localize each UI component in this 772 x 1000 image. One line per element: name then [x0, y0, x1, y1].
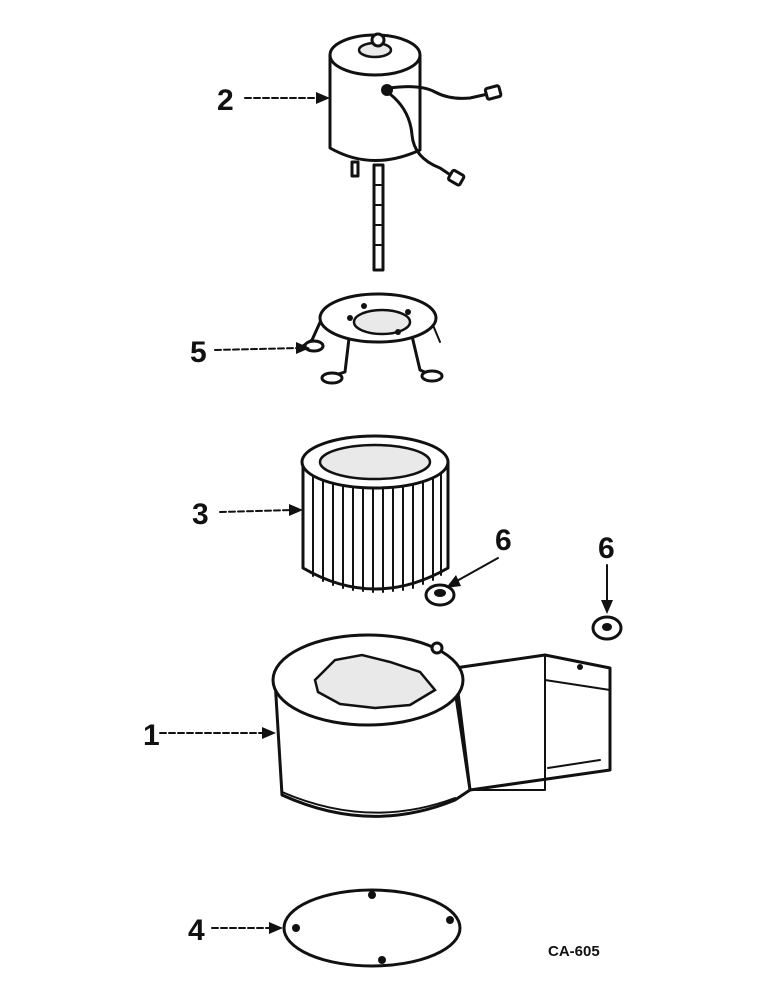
callout-5: 5 — [190, 336, 207, 369]
blower-housing — [271, 633, 612, 818]
leader-line-6-center — [446, 557, 499, 588]
cover-plate — [282, 888, 462, 968]
callout-6-center: 6 — [495, 524, 512, 557]
leader-line-1 — [159, 727, 276, 739]
callout-6-right: 6 — [598, 532, 615, 565]
callout-2: 2 — [217, 84, 234, 117]
mounting-bracket — [298, 292, 444, 385]
leader-line-5 — [214, 342, 310, 354]
callout-1: 1 — [143, 719, 160, 752]
grommet-center — [424, 583, 456, 607]
leader-line-4 — [211, 922, 283, 934]
blower-wheel — [300, 434, 450, 593]
grommet-right — [591, 615, 623, 641]
figure-code: CA-605 — [548, 943, 600, 960]
leader-line-6-right — [601, 564, 613, 614]
callout-3: 3 — [192, 498, 209, 531]
callout-4: 4 — [188, 914, 205, 947]
leader-line-3 — [219, 504, 303, 516]
blower-motor — [328, 32, 503, 272]
leader-line-2 — [244, 92, 330, 104]
